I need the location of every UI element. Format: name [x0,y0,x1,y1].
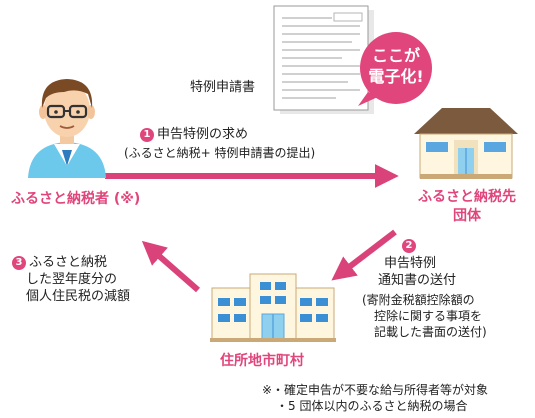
arrow-step3 [141,240,200,293]
step2-detail-1: (寄附金税額控除額の [362,293,475,307]
destination-building [414,108,518,179]
step1-detail: (ふるさと納税+ 特例申請書の提出) [124,146,316,160]
step3-line-2: した翌年度分の [26,272,118,287]
taxpayer-illustration [28,79,106,178]
application-document-image [273,5,374,114]
destination-line-1: ふるさと納税先 [418,189,516,205]
step2-line-1: 申告特例 [384,256,437,271]
step2-detail: (寄附金税額控除額の 控除に関する事項を 記載した書面の送付) [362,292,487,340]
bubble-text: ここが 電子化! [356,45,436,87]
document-label: 特例申請書 [190,80,256,95]
destination-line-2: 団体 [453,208,481,224]
step3-number: 3 [12,256,26,270]
footnotes: ※・確定申告が不要な給与所得者等が対象 ・5 団体以内のふるさと納税の場合 [262,382,488,414]
municipality-building [210,273,336,342]
step3-line-3: 個人住民税の減額 [26,289,131,304]
taxpayer-label: ふるさと納税者 (※) [11,191,141,207]
step2-number-wrap: 2 [402,234,419,253]
speech-bubble [358,32,432,106]
arrow-step2 [331,229,397,281]
footnote-2: ・5 団体以内のふるさと納税の場合 [276,399,468,413]
municipality-label: 住所地市町村 [220,353,304,369]
bubble-line-1: ここが [371,46,420,65]
step2-detail-2: 控除に関する事項を [374,309,483,323]
step2-detail-3: 記載した書面の送付) [374,325,487,339]
step2-line-2: 通知書の送付 [378,273,457,288]
destination-label: ふるさと納税先 団体 [404,188,530,226]
step1-title-text: 申告特例の求め [157,127,249,142]
step1-number: 1 [140,128,154,142]
bubble-line-2: 電子化! [368,67,424,86]
footnote-1: ※・確定申告が不要な給与所得者等が対象 [262,383,489,397]
step3-line-1: ふるさと納税 [29,255,108,270]
step2-number: 2 [402,239,416,253]
